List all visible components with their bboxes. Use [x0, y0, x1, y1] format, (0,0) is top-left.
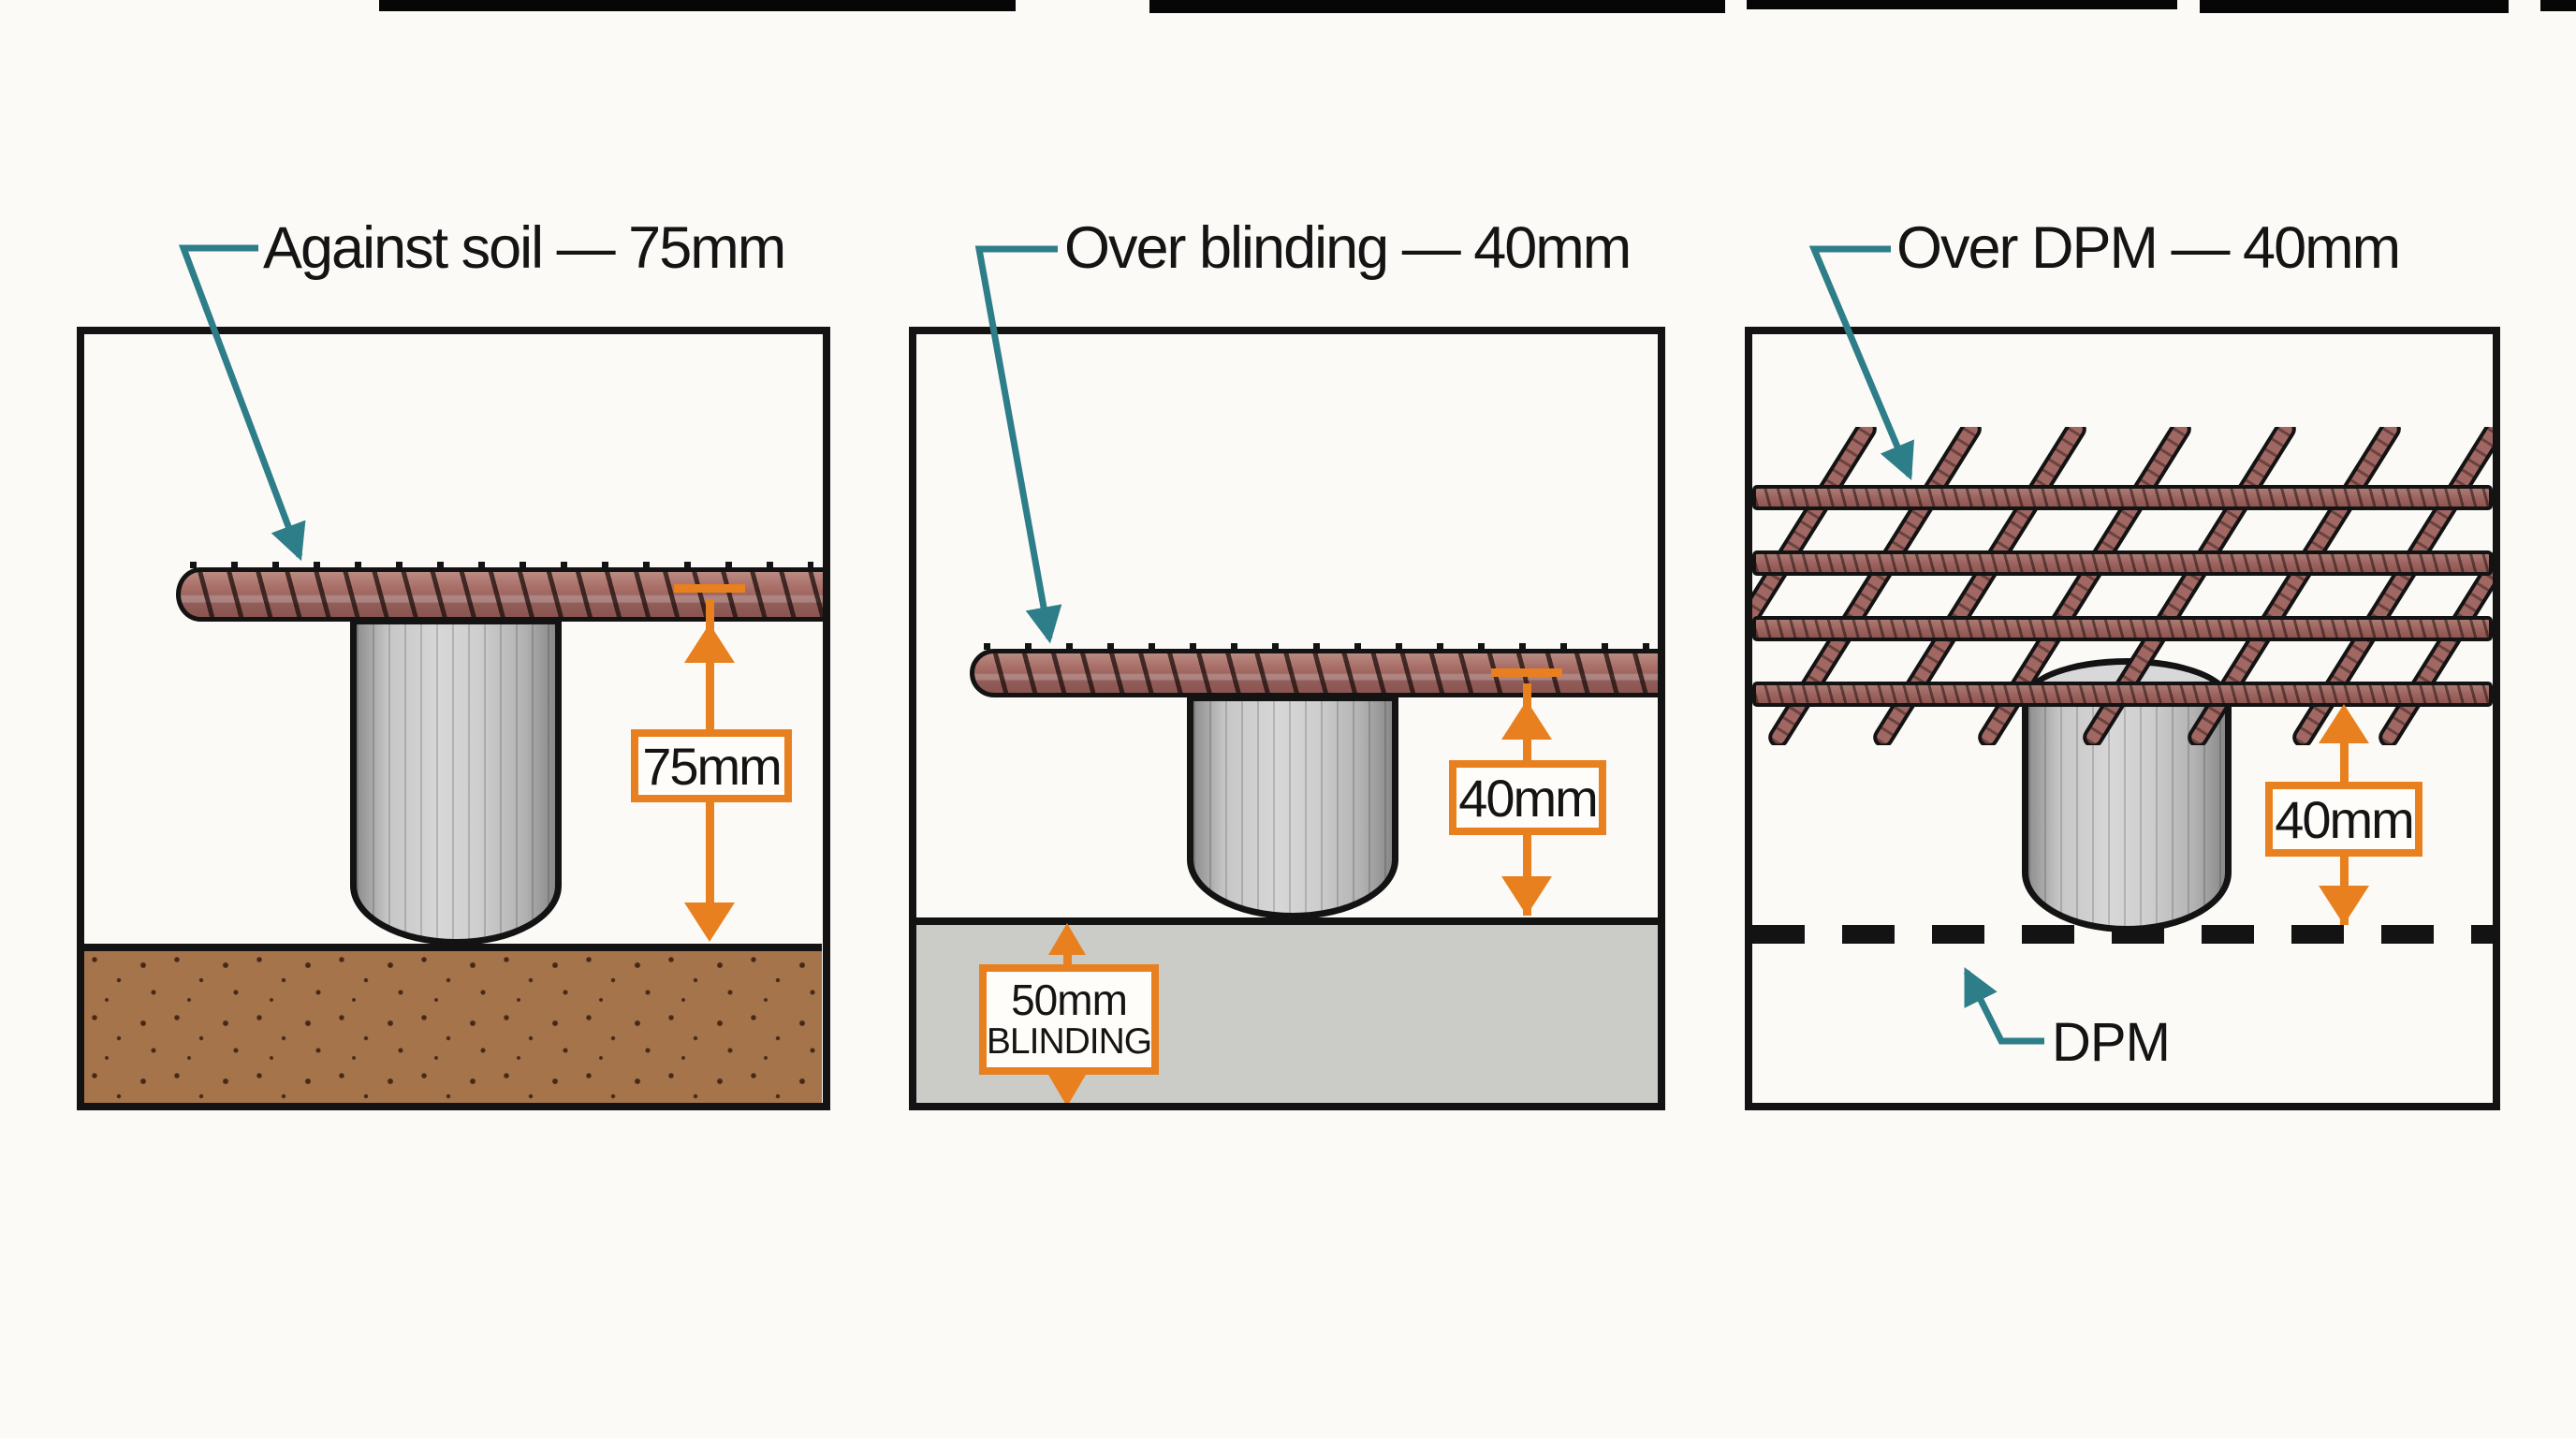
top-edge-artifact — [2540, 0, 2576, 11]
blinding-dimension-box: 50mm BLINDING — [979, 964, 1159, 1075]
label-over-blinding: Over blinding — 40mm — [1064, 215, 1632, 281]
dimension-arrow-up-icon — [1501, 700, 1552, 740]
cover-dimension-value: 75mm — [642, 736, 783, 796]
dimension-tick — [1491, 668, 1562, 677]
top-edge-artifact — [1747, 0, 2177, 9]
cover-dimension-40mm: 40mm — [1449, 760, 1606, 835]
dimension-arrow-down-icon — [2319, 886, 2369, 925]
panel-over-blinding — [909, 327, 1665, 1110]
top-edge-artifact — [379, 0, 1016, 11]
cover-dimension-40mm: 40mm — [2265, 782, 2422, 857]
cover-dimension-value: 40mm — [2275, 789, 2415, 849]
dimension-arrow-up-icon — [2319, 704, 2369, 743]
dimension-arrow-down-icon — [684, 902, 735, 942]
dimension-tick — [674, 584, 745, 593]
rebar-spacer — [1187, 695, 1398, 919]
blinding-thickness-value: 50mm — [1011, 975, 1128, 1024]
blinding-layer-label: BLINDING — [986, 1020, 1152, 1062]
top-edge-artifact — [1149, 0, 1725, 13]
rebar-bar — [176, 562, 827, 622]
top-edge-artifact — [2200, 0, 2509, 13]
cover-dimension-value: 40mm — [1458, 768, 1599, 828]
soil-layer — [84, 944, 822, 1103]
cover-dimension-75mm: 75mm — [631, 729, 792, 802]
mesh-horizontal-bar — [1752, 485, 2493, 510]
dimension-arrow-down-icon — [1501, 876, 1552, 916]
mesh-horizontal-bar — [1752, 616, 2493, 641]
dpm-label: DPM — [2052, 1012, 2171, 1073]
panel-against-soil — [77, 327, 830, 1110]
label-against-soil: Against soil — 75mm — [263, 215, 786, 281]
label-over-dpm: Over DPM — 40mm — [1896, 215, 2401, 281]
blinding-shaft-top — [1063, 946, 1072, 968]
dimension-arrow-up-icon — [684, 624, 735, 663]
mesh-horizontal-bar — [1752, 550, 2493, 576]
mesh-horizontal-bar — [1752, 682, 2493, 707]
blinding-arrow-down-icon — [1048, 1075, 1086, 1107]
dpm-dashed-line — [1752, 925, 2493, 944]
panel-over-dpm — [1745, 327, 2500, 1110]
